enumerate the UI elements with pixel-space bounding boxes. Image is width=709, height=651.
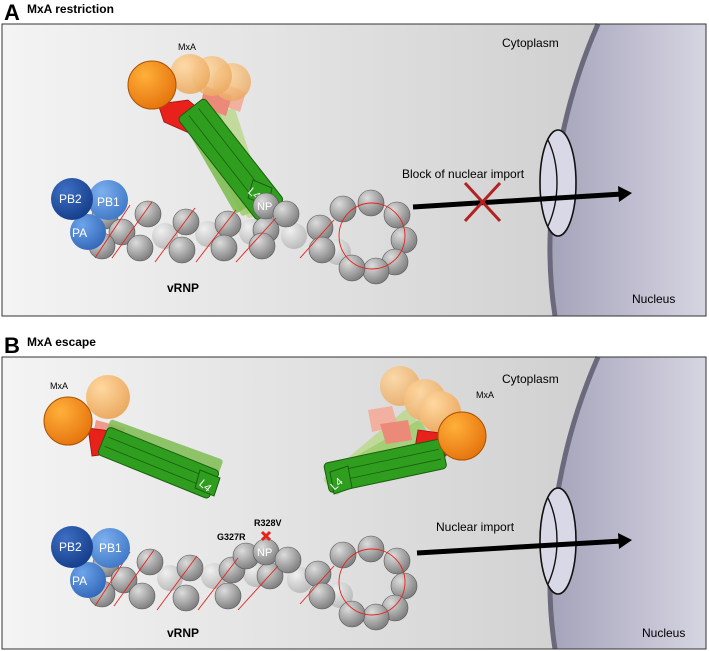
panel-b-import-arrow bbox=[416, 538, 623, 556]
panel-a-arrow-label: Block of nuclear import bbox=[402, 167, 525, 181]
panel-b-pb1-label: PB1 bbox=[99, 541, 122, 555]
panel-a-vrnp-label: vRNP bbox=[167, 281, 199, 295]
panel-b-pb1-subunit bbox=[90, 528, 130, 568]
panel-a-import-arrow bbox=[412, 191, 623, 210]
panel-a-mxa-label: MxA bbox=[178, 42, 196, 52]
panel-b-title: MxA escape bbox=[27, 335, 96, 349]
panel-a-pa-label: PA bbox=[72, 226, 87, 240]
panel-b-mxa-right-head bbox=[437, 411, 487, 461]
panel-b-mxa-left-label: MxA bbox=[50, 381, 68, 391]
panel-b-mutation-r328v: R328V bbox=[254, 518, 282, 528]
block-x-icon bbox=[463, 181, 502, 223]
panel-a: A MxA restriction Cytoplasm Nucleus Bloc… bbox=[1, 0, 707, 317]
panel-b-pb2-label: PB2 bbox=[59, 540, 82, 554]
panel-b-nucleus-label: Nucleus bbox=[642, 626, 685, 640]
panel-b-arrow-label: Nuclear import bbox=[436, 520, 515, 534]
panel-a-nuclear-pore bbox=[539, 129, 577, 237]
panel-b-np-label: NP bbox=[257, 547, 272, 559]
panel-b-vrnp-label: vRNP bbox=[167, 626, 199, 640]
panel-b-pa-subunit bbox=[70, 562, 106, 598]
panel-b-pb2-subunit bbox=[51, 526, 93, 568]
panel-a-cytoplasm-label: Cytoplasm bbox=[502, 36, 559, 50]
panel-b-nuclear-pore bbox=[539, 487, 577, 595]
panel-b-mutation-g327r: G327R bbox=[217, 532, 246, 542]
panel-b-mxa-left bbox=[43, 375, 223, 499]
panel-a-pa-subunit bbox=[70, 214, 106, 250]
panel-b-arrow-head bbox=[618, 533, 632, 549]
mutation-marker-icon bbox=[260, 530, 272, 542]
panel-b-nucleus-region bbox=[549, 357, 706, 649]
panel-b: B MxA escape Cytoplasm Nucleus Nuclear i… bbox=[1, 333, 707, 650]
panel-a-letter: A bbox=[4, 0, 20, 25]
panel-a-pb1-label: PB1 bbox=[97, 195, 120, 209]
panel-a-nucleus-label: Nucleus bbox=[632, 292, 675, 306]
panel-b-mxa-right-label: MxA bbox=[476, 390, 494, 400]
panel-a-np-label: NP bbox=[257, 201, 272, 213]
panel-b-letter: B bbox=[4, 333, 20, 358]
panel-b-vrnp bbox=[51, 526, 418, 631]
panel-a-arrow-head bbox=[618, 186, 632, 202]
panel-a-nucleus-region bbox=[549, 24, 706, 316]
panel-b-mxa-right bbox=[323, 366, 487, 495]
panel-b-mxa-left-head bbox=[43, 396, 93, 446]
panel-a-pb2-subunit bbox=[51, 178, 93, 220]
panel-b-pa-label: PA bbox=[72, 574, 87, 588]
panel-a-vrnp bbox=[51, 178, 418, 285]
panel-a-title: MxA restriction bbox=[27, 2, 114, 16]
panel-b-cytoplasm-label: Cytoplasm bbox=[502, 372, 559, 386]
panel-a-pb2-label: PB2 bbox=[59, 192, 82, 206]
panel-a-pb1-subunit bbox=[88, 180, 128, 220]
panel-a-mxa-head bbox=[127, 60, 177, 110]
panel-a-mxa-oligomer bbox=[127, 54, 284, 220]
